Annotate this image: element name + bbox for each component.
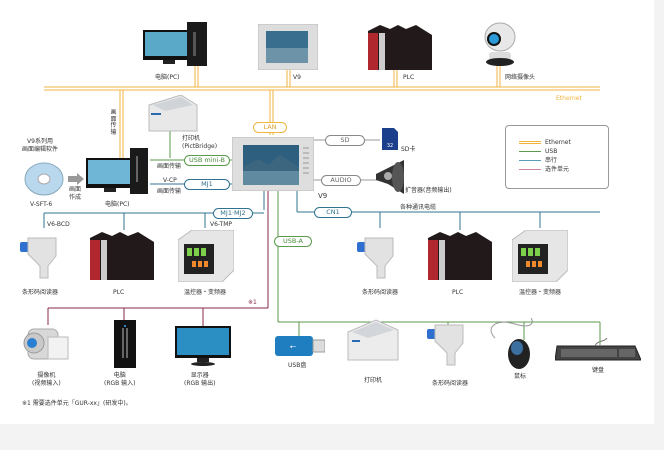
legend-label-serial: 串行 (545, 157, 558, 164)
top-v9-icon (257, 23, 319, 71)
left-pc-icon (86, 148, 150, 194)
plc-cn1-label: PLC (452, 289, 464, 296)
plc-cn1-icon (428, 232, 492, 280)
rgb-input-pc-icon (114, 320, 136, 368)
usb-drive-label: USB盘 (288, 362, 307, 369)
mouse-icon (485, 317, 535, 370)
port-cn1: CN1 (314, 207, 352, 218)
center-v9-panel (231, 136, 315, 192)
keyboard-label: 键盘 (592, 367, 605, 374)
legend-item-option-unit: 选件单元 (519, 166, 569, 174)
camcorder-label-line2: (视频输入) (32, 379, 61, 387)
sd-card-icon: 32 (382, 128, 398, 150)
legend-label-ethernet: Ethernet (545, 139, 571, 146)
temp-controller-cn1-label: 温控器・变频器 (519, 289, 562, 296)
rgb-output-monitor-icon (175, 326, 231, 368)
software-name: V-SFT-6 (30, 201, 53, 208)
legend-swatch-usb (519, 151, 541, 152)
ethernet-line-label: Ethernet (556, 95, 582, 102)
rgb-output-monitor-label-line1: 显示器 (190, 372, 209, 379)
sd-card-label: SD卡 (401, 146, 416, 153)
barcode-reader-serial-label: 条形码阅读器 (22, 289, 59, 296)
top-network-camera-icon (483, 22, 517, 67)
camcorder-label: 摄像机 (视频输入) (32, 372, 61, 387)
barcode-reader-cn1-icon (355, 236, 395, 284)
rgb-input-pc-label-line2: (RGB 输入) (104, 379, 136, 387)
create-arrow-label-line2: 作成 (69, 193, 82, 201)
software-cd-icon (24, 162, 64, 196)
footnote: ※1 需要选件单元「GUR-xx」(研发中)。 (22, 400, 132, 407)
legend: Ethernet USB 串行 选件单元 (505, 125, 609, 189)
port-mj1-mj2: MJ1·MJ2 (213, 208, 253, 219)
option-unit-wires (47, 190, 269, 326)
create-arrow-label-line1: 画面 (69, 186, 82, 193)
usb-printer-label: 打印机 (364, 377, 383, 384)
top-network-camera-label: 网络摄像头 (505, 74, 536, 81)
temp-controller-serial-label: 温控器・变频器 (184, 289, 227, 296)
software-title: V9系列用 画面编辑软件 (22, 138, 58, 153)
speaker-icon (376, 160, 406, 194)
usb-drive-icon: ⭠ (275, 336, 326, 356)
camcorder-label-line1: 摄像机 (37, 372, 56, 379)
v6-bcd-label: V6-BCD (47, 221, 70, 228)
pictbridge-printer-label-line1: 打印机 (182, 135, 201, 142)
serial-screen-transfer-label: 画面传输 (157, 188, 182, 195)
legend-swatch-serial (519, 160, 541, 161)
top-plc-icon (368, 25, 432, 70)
top-plc-label: PLC (403, 74, 415, 81)
top-pc-label: 电脑(PC) (155, 74, 180, 81)
legend-item-serial: 串行 (519, 157, 557, 165)
top-pc-icon (143, 22, 211, 66)
option-unit-note-mark: ※1 (248, 299, 257, 306)
rgb-input-pc-label: 电脑 (RGB 输入) (104, 372, 136, 387)
sd-capacity: 32 (387, 143, 393, 149)
barcode-reader-serial-icon (18, 236, 58, 284)
port-usb-a: USB-A (274, 236, 312, 247)
temp-controller-serial-icon (177, 229, 235, 283)
temp-controller-cn1-icon (511, 229, 569, 283)
center-v9-label: V9 (318, 192, 328, 200)
create-arrow-label: 画面 作成 (69, 186, 81, 201)
camcorder-icon (18, 323, 70, 365)
svg-text:⭠: ⭠ (290, 342, 297, 351)
pictbridge-printer-label-line2: (PictBridge) (182, 142, 218, 150)
top-v9-label: V9 (293, 74, 301, 81)
port-mj1: MJ1 (184, 179, 230, 190)
software-title-line1: V9系列用 (27, 138, 53, 145)
plc-serial-icon (90, 232, 154, 280)
legend-item-usb: USB (519, 148, 557, 156)
peripheral-wires (312, 139, 380, 181)
pictbridge-printer-icon (145, 94, 199, 133)
usb-screen-transfer-label: 画面传输 (157, 163, 182, 170)
v6-tmp-label: V6-TMP (210, 221, 232, 228)
legend-label-option-unit: 选件单元 (545, 166, 570, 173)
port-audio: AUDIO (321, 175, 361, 186)
software-title-line2: 画面编辑软件 (22, 145, 59, 153)
plc-serial-label: PLC (113, 289, 125, 296)
left-pc-label: 电脑(PC) (105, 201, 130, 208)
barcode-reader-usb-label: 条形码阅读器 (432, 380, 469, 387)
speaker-label: 扩音器(音频输出) (405, 187, 452, 194)
legend-swatch-ethernet (519, 141, 541, 144)
usb-printer-icon (346, 318, 400, 362)
keyboard-icon (554, 337, 642, 362)
rgb-input-pc-label-line1: 电脑 (113, 372, 126, 379)
barcode-reader-usb-icon (425, 323, 465, 371)
legend-item-ethernet: Ethernet (519, 139, 571, 147)
legend-swatch-option-unit (519, 169, 541, 170)
port-usb-mini-b: USB mini-B (184, 155, 230, 166)
pictbridge-printer-label: 打印机 (PictBridge) (182, 135, 217, 150)
barcode-reader-cn1-label: 条形码阅读器 (362, 289, 399, 296)
port-sd: SD (325, 135, 365, 146)
vcp-label: V-CP (163, 177, 177, 184)
rgb-output-monitor-label-line2: (RGB 输出) (184, 379, 216, 387)
communication-cables-label: 各种通讯电缆 (400, 204, 437, 211)
diagram-canvas: 电脑(PC) V9 PLC 网络摄像头 Ethernet 画面传输 打印机 (P… (0, 0, 654, 424)
rgb-output-monitor-label: 显示器 (RGB 输出) (184, 372, 216, 387)
vertical-screen-transfer-label: 画面传输 (110, 109, 117, 136)
mouse-label: 鼠标 (514, 373, 527, 380)
create-arrow-icon (68, 170, 84, 185)
legend-label-usb: USB (545, 148, 558, 155)
port-lan: LAN (253, 122, 287, 133)
